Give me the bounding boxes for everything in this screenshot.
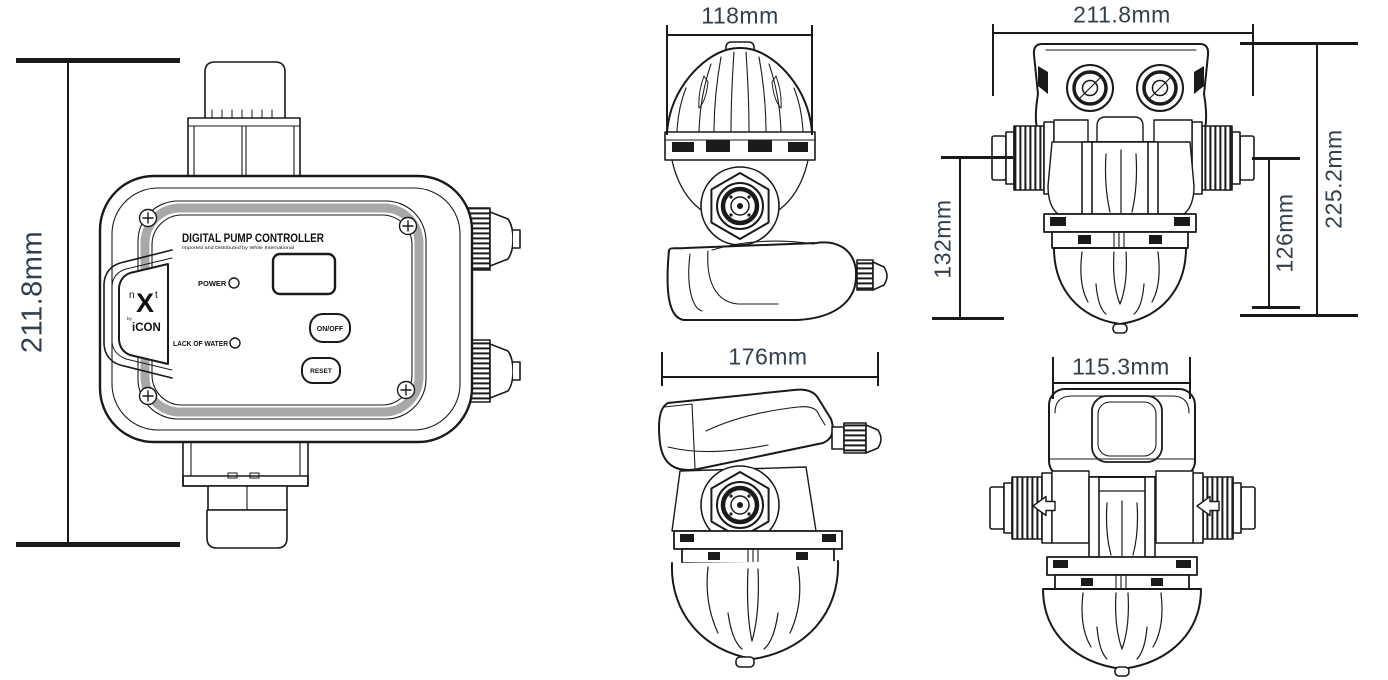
side-view-top-drawing <box>664 41 888 321</box>
dim-label-176: 176mm <box>728 343 808 370</box>
center-body <box>1047 141 1195 217</box>
panel-subtitle: Imported and Distributed by White Intern… <box>182 245 294 250</box>
dim-176-line <box>662 376 878 378</box>
controller-body-side <box>658 388 834 471</box>
screw-icon <box>398 216 418 236</box>
dim-rear-width-line <box>993 32 1253 34</box>
reset-button-label: RESET <box>310 368 332 375</box>
dim-label-115: 115.3mm <box>1072 353 1170 380</box>
dim-label-132: 132mm <box>929 199 956 279</box>
dim-176-ext-right <box>877 352 879 386</box>
side-view-bottom-drawing <box>658 388 882 668</box>
flow-arrow-left-icon <box>1196 495 1220 517</box>
rear-view-drawing <box>991 43 1255 334</box>
dim-front-height-top-bar <box>16 58 180 63</box>
controller-body-side <box>666 240 857 321</box>
dim-126-bottom-bar <box>1252 306 1300 309</box>
dim-118-ext-right <box>811 25 813 135</box>
gland-port <box>1136 64 1184 112</box>
dim-label-rear-width: 211.8mm <box>1073 1 1171 28</box>
center-body <box>1088 476 1156 558</box>
flow-arrow-left-icon <box>1032 495 1056 517</box>
screw-icon <box>138 208 158 228</box>
front-pipe-view-drawing <box>989 388 1256 677</box>
dim-rear-width-ext-left <box>992 24 994 96</box>
logo-by: by <box>127 316 133 321</box>
hex-union-nut <box>700 166 780 246</box>
dim-225-line <box>1316 43 1318 315</box>
logo-n: n <box>129 290 135 301</box>
pipe-coupling-right <box>1155 470 1256 544</box>
clamp-band <box>1046 556 1198 590</box>
corner-screws <box>138 208 418 406</box>
dim-label-225: 225.2mm <box>1320 129 1347 229</box>
dim-label-front-height: 211.8mm <box>16 230 49 354</box>
cable-gland-side <box>831 422 882 454</box>
dim-115-line <box>1053 382 1190 384</box>
reset-button[interactable] <box>301 357 341 384</box>
gland-port <box>1066 64 1114 112</box>
bottom-pipe-fitting <box>182 427 309 549</box>
terminal-box <box>1032 43 1210 143</box>
clamp-band <box>1043 213 1197 249</box>
cable-gland-side <box>856 259 888 291</box>
hex-union-nut <box>700 465 780 545</box>
dim-132-bottom-bar <box>932 317 1004 320</box>
dim-118-line <box>667 34 813 36</box>
lack-of-water-led <box>229 337 241 349</box>
on-off-button-label: ON/OFF <box>317 326 344 333</box>
clamp-band <box>673 530 843 564</box>
dim-126-line <box>1268 158 1270 307</box>
dim-115-ext-right <box>1189 357 1191 399</box>
dim-front-height-bottom-bar <box>16 542 180 547</box>
dim-115-ext-left <box>1052 357 1054 399</box>
dim-225-bottom-bar <box>1240 314 1358 317</box>
dim-132-top-bar <box>941 156 1013 159</box>
logo-brand: iCON <box>132 322 161 334</box>
ribbed-dome-down <box>670 560 840 668</box>
dim-132-line <box>959 157 961 318</box>
dim-225-top-bar <box>1240 42 1358 45</box>
lcd-display <box>271 252 337 296</box>
screw-icon <box>396 380 416 400</box>
dim-176-ext-left <box>661 352 663 386</box>
front-panel-view-drawing: DIGITAL PUMP CONTROLLER Imported and Dis… <box>98 61 521 549</box>
ribbed-dome-down <box>1053 247 1187 334</box>
dim-rear-width-ext-right <box>1252 24 1254 96</box>
panel-title: DIGITAL PUMP CONTROLLER <box>182 233 325 245</box>
logo-x: X <box>136 288 154 318</box>
top-pipe-fitting <box>187 61 301 177</box>
brand-logo-flap <box>103 249 173 379</box>
logo-t: t <box>155 290 158 301</box>
screw-icon <box>138 386 158 406</box>
pipe-coupling-left <box>989 470 1090 544</box>
power-label: POWER <box>198 279 227 288</box>
dim-label-118: 118mm <box>701 2 779 29</box>
on-off-button[interactable] <box>309 313 351 343</box>
dim-126-top-bar <box>1252 157 1300 160</box>
dim-front-height-line <box>67 63 69 543</box>
ribbed-dome-down <box>1042 588 1202 677</box>
lack-of-water-label: LACK OF WATER <box>173 339 229 348</box>
dim-label-126: 126mm <box>1271 193 1298 273</box>
dim-118-ext-left <box>666 25 668 135</box>
clamp-band <box>664 131 816 161</box>
power-led <box>228 277 240 289</box>
